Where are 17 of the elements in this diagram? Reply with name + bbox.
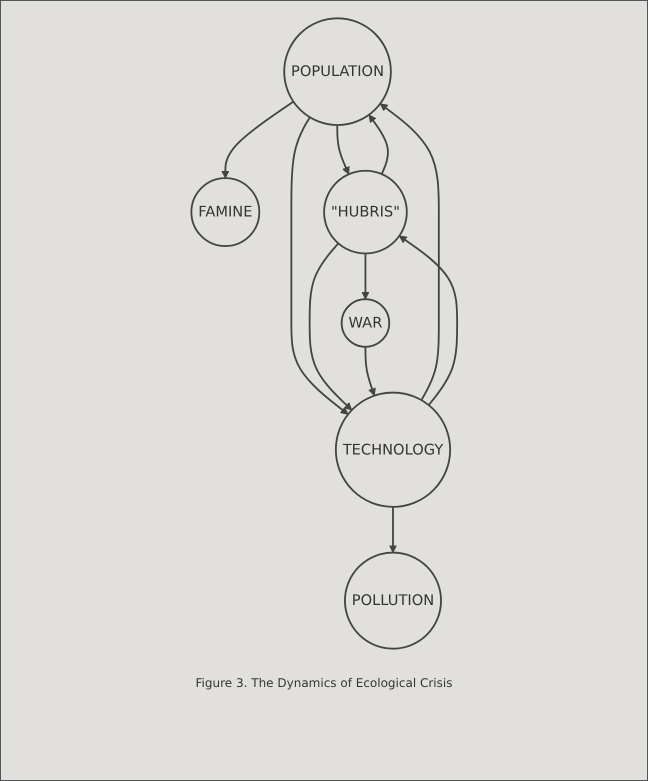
arrow: [398, 235, 458, 406]
arrow: [364, 346, 376, 396]
node-circle: WAR: [340, 298, 390, 348]
arrow: [290, 116, 348, 415]
node-circle: TECHNOLOGY: [334, 392, 451, 508]
arrow: [221, 100, 294, 178]
arrow: [368, 114, 389, 174]
arrow: [336, 125, 350, 175]
figure-caption: Figure 3. The Dynamics of Ecological Crisis: [196, 676, 452, 690]
node-circle: "HUBRIS": [322, 170, 408, 254]
node-circle: POPULATION: [283, 17, 392, 126]
node-circle: FAMINE: [190, 177, 260, 247]
node-circle: POLLUTION: [344, 552, 442, 650]
arrow: [361, 253, 370, 300]
arrow: [308, 242, 352, 410]
arrow: [380, 103, 440, 401]
arrow: [388, 506, 397, 553]
